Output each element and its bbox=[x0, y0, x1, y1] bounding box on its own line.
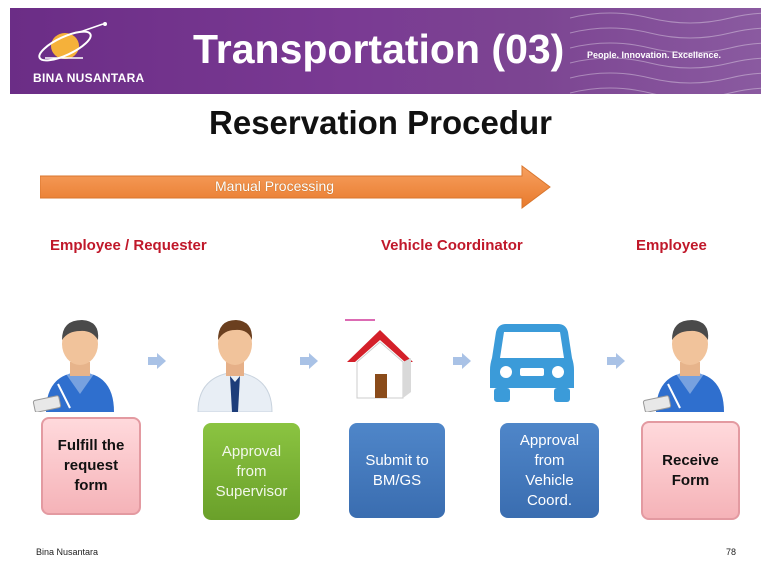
page-number: 78 bbox=[726, 547, 737, 557]
step-fulfill-request-form: Fulfill the request form bbox=[41, 417, 141, 515]
connector-arrow-icon bbox=[607, 353, 625, 369]
step-label: Approval from Supervisor bbox=[215, 442, 288, 500]
connector-arrow-icon bbox=[148, 353, 166, 369]
step-submit-bm-gs: Submit to BM/GS bbox=[349, 423, 445, 518]
logo-text: BINA NUSANTARA bbox=[33, 71, 145, 85]
step-approval-vehicle-coord: Approval from Vehicle Coord. bbox=[500, 423, 599, 518]
house-icon bbox=[345, 319, 413, 399]
step-approval-supervisor: Approval from Supervisor bbox=[203, 423, 300, 520]
logo-emblem-icon bbox=[38, 22, 107, 62]
footer-organization: Bina Nusantara bbox=[36, 547, 99, 557]
tagline: People. Innovation. Excellence. bbox=[587, 50, 722, 60]
connector-arrow-icon bbox=[300, 353, 318, 369]
car-icon bbox=[490, 324, 574, 402]
header-pattern bbox=[570, 12, 761, 94]
step-label: Receive Form bbox=[662, 451, 719, 489]
binus-logo: BINA NUSANTARA bbox=[25, 18, 145, 85]
manual-processing-arrow bbox=[40, 165, 551, 209]
connector-arrow-icon bbox=[453, 353, 471, 369]
slide-subtitle: Reservation Procedur bbox=[209, 104, 552, 141]
step-receive-form: Receive Form bbox=[641, 421, 740, 520]
manual-processing-label: Manual Processing bbox=[215, 178, 335, 194]
role-employee-requester: Employee / Requester bbox=[50, 237, 207, 254]
supervisor-icon bbox=[197, 320, 273, 412]
step-label: Approval from Vehicle Coord. bbox=[519, 431, 580, 509]
employee-badge-icon bbox=[32, 320, 114, 412]
role-employee: Employee bbox=[636, 237, 707, 254]
role-vehicle-coordinator: Vehicle Coordinator bbox=[381, 237, 523, 254]
header-banner: BINA NUSANTARA Transportation (03) Peopl… bbox=[10, 8, 761, 94]
step-label: Fulfill the request form bbox=[57, 437, 125, 494]
employee-badge-icon bbox=[642, 320, 724, 412]
step-label: Submit to BM/GS bbox=[365, 451, 429, 489]
slide-header-title: Transportation (03) bbox=[193, 26, 565, 72]
